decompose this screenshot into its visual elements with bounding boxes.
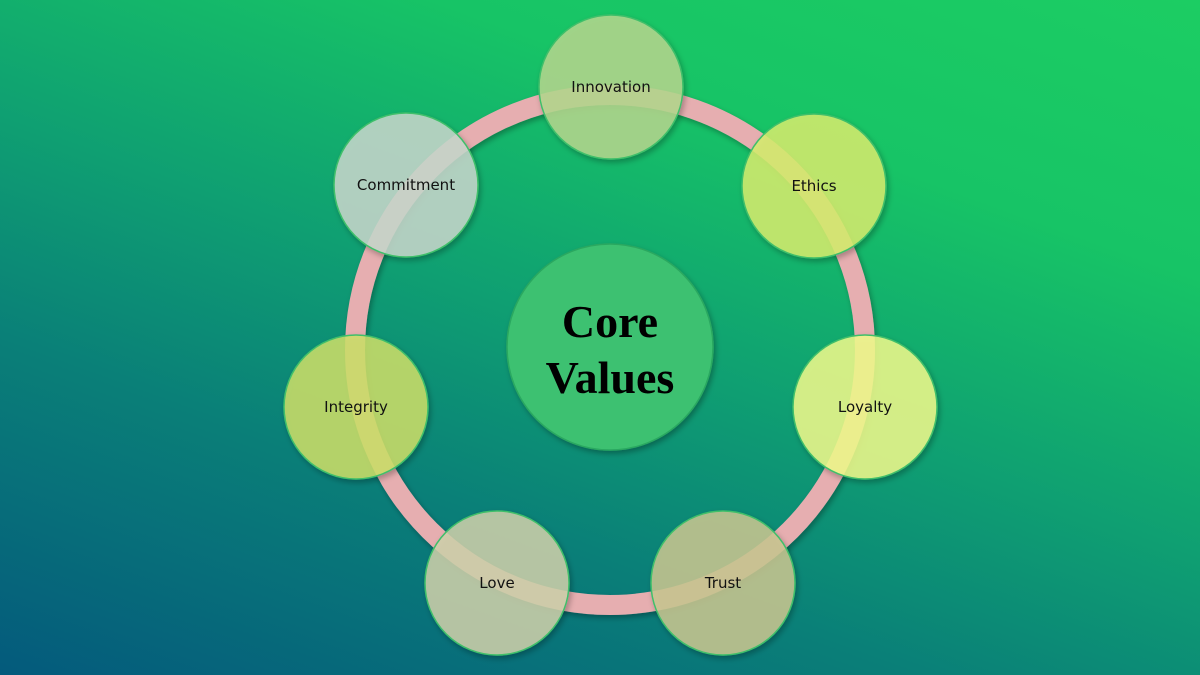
value-circle <box>424 510 570 656</box>
value-node-love: Love <box>424 510 570 656</box>
value-circle <box>741 113 887 259</box>
value-label: Commitment <box>357 176 455 194</box>
value-circle <box>650 510 796 656</box>
value-node-ethics: Ethics <box>741 113 887 259</box>
value-label: Integrity <box>324 398 388 416</box>
value-label: Ethics <box>791 177 836 195</box>
value-node-loyalty: Loyalty <box>792 334 938 480</box>
core-title-line1: Core <box>562 296 658 347</box>
value-circle <box>792 334 938 480</box>
value-label: Innovation <box>571 78 650 96</box>
value-label: Trust <box>704 574 741 592</box>
value-circle <box>333 112 479 258</box>
core-values-center: Core Values <box>506 243 714 451</box>
value-circle <box>538 14 684 160</box>
core-title-line2: Values <box>546 352 675 403</box>
value-node-integrity: Integrity <box>283 334 429 480</box>
value-label: Loyalty <box>838 398 892 416</box>
value-circle <box>283 334 429 480</box>
value-label: Love <box>479 574 514 592</box>
value-node-trust: Trust <box>650 510 796 656</box>
value-node-innovation: Innovation <box>538 14 684 160</box>
value-node-commitment: Commitment <box>333 112 479 258</box>
